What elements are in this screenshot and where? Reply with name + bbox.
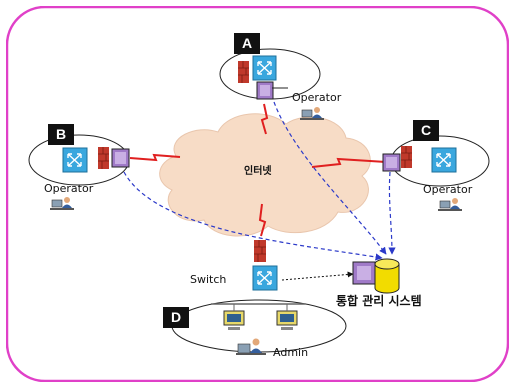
diagram-canvas: [6, 6, 509, 382]
switch-main-icon: [252, 265, 278, 291]
system-label: 통합 관리 시스템: [336, 294, 422, 308]
operator-a-person-icon: [300, 107, 324, 120]
admin-label: Admin: [273, 346, 309, 359]
admin-person-icon: [236, 338, 266, 355]
node-c-badge: C: [413, 120, 439, 141]
mgmt-link-c: [388, 171, 396, 255]
switch-b-icon: [62, 147, 88, 173]
node-d-badge: D: [163, 307, 189, 328]
link-c-cloud: [311, 157, 387, 168]
firewall-b-icon: [98, 147, 109, 169]
firewall-switch-icon: [254, 240, 266, 262]
firewall-c-icon: [401, 146, 412, 168]
link-b-cloud: [129, 153, 181, 162]
computer-d1-icon: [223, 304, 245, 330]
mgmt-link-a: [273, 101, 387, 255]
operator-c-label: Operator: [423, 183, 473, 196]
link-cloud-switch: [258, 203, 267, 237]
node-b-badge: B: [48, 124, 74, 145]
operator-b-label: Operator: [44, 182, 94, 195]
router-a-icon: [256, 81, 288, 100]
internet-cloud: [159, 113, 371, 237]
switch-c-icon: [431, 147, 457, 173]
operator-a-label: Operator: [292, 91, 342, 104]
router-b-icon: [111, 148, 130, 168]
internet-label: 인터넷: [244, 166, 272, 177]
link-a-cloud: [260, 103, 269, 135]
mgmt-link-b: [123, 171, 383, 261]
computer-d2-icon: [276, 304, 298, 330]
switch-a-icon: [252, 55, 277, 81]
switch-label: Switch: [190, 273, 227, 286]
operator-c-person-icon: [438, 198, 462, 211]
router-c-icon: [382, 153, 401, 172]
node-a-badge: A: [234, 33, 260, 54]
firewall-a-icon: [238, 61, 249, 83]
management-system-icon: [352, 258, 400, 294]
operator-b-person-icon: [50, 197, 74, 210]
